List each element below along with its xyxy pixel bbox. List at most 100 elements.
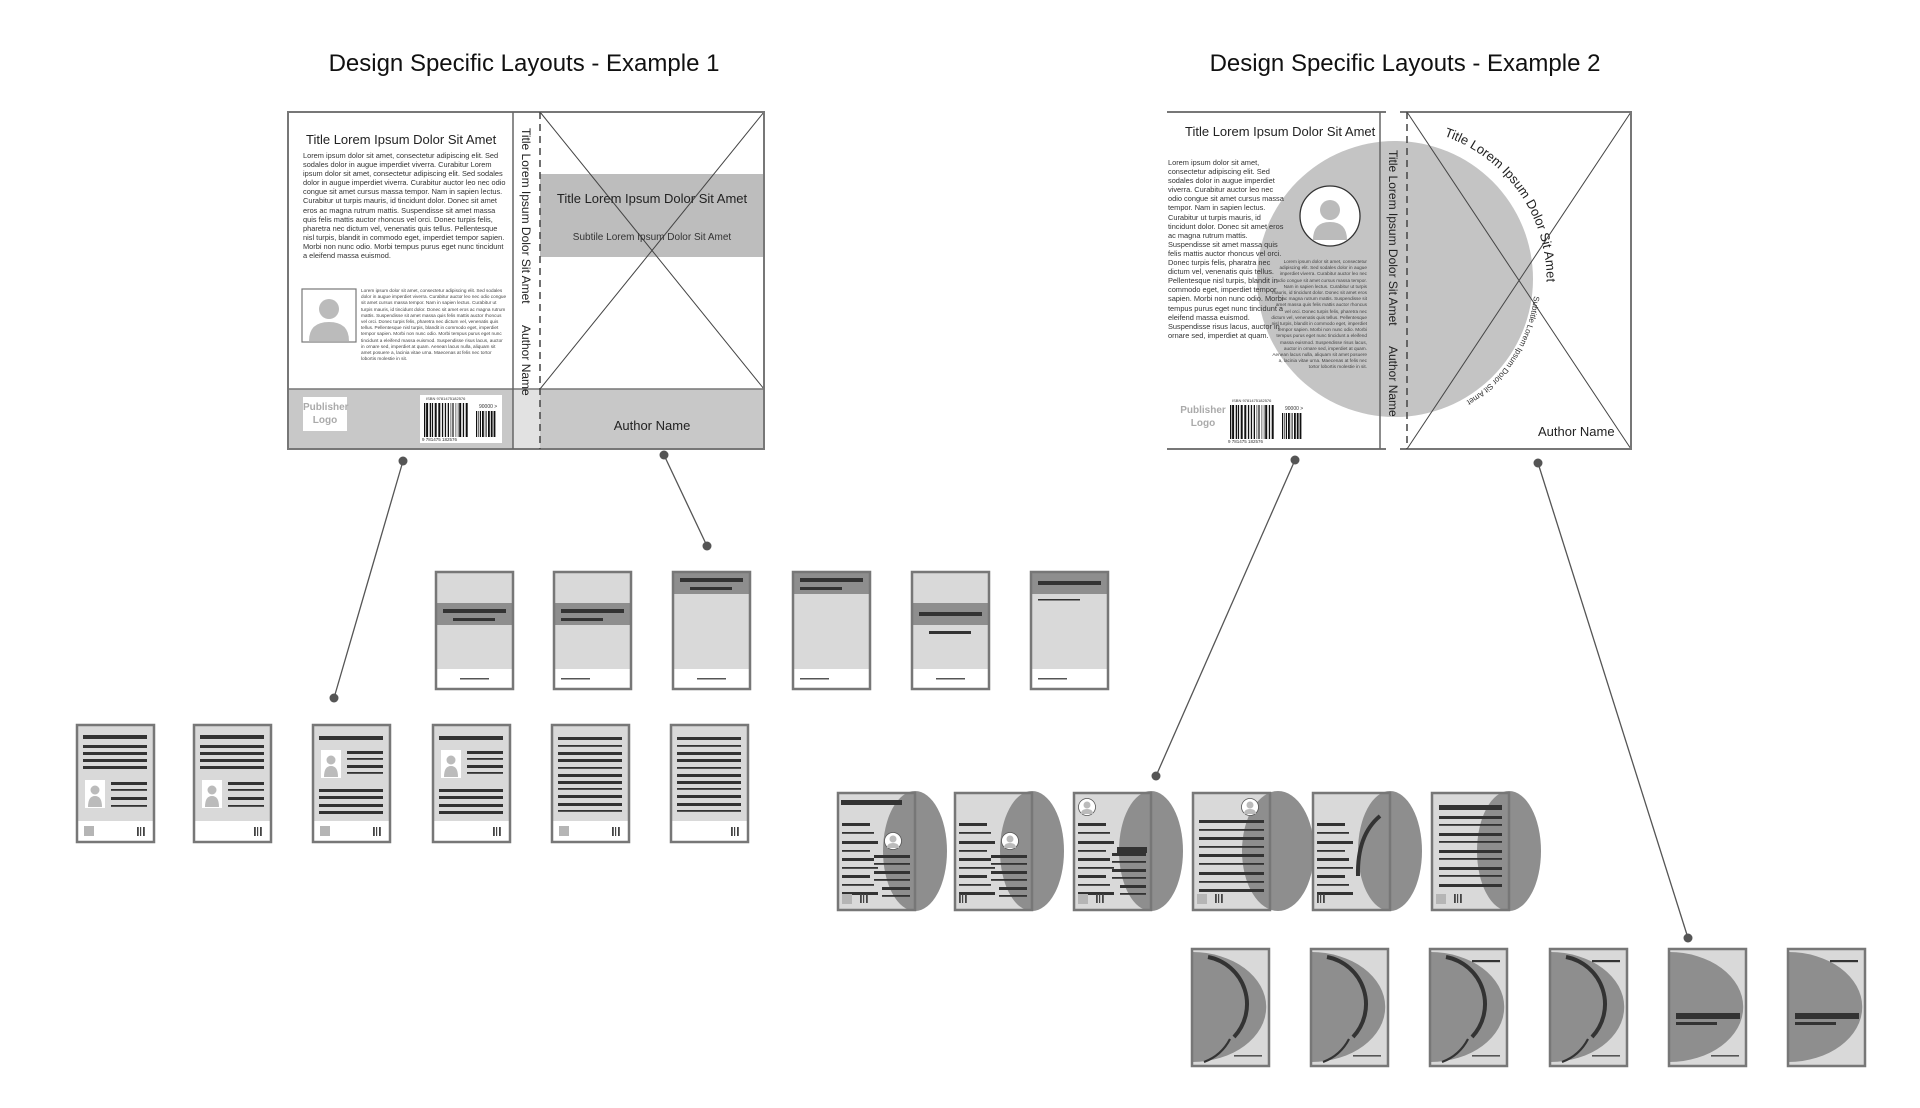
barcode-icon xyxy=(734,827,736,836)
barcode-icon xyxy=(1457,894,1459,903)
barcode-icon xyxy=(1317,894,1319,903)
avatar-icon xyxy=(1081,809,1093,814)
thumbnail-border xyxy=(1309,947,1390,1068)
text-bar xyxy=(319,796,383,799)
text-bar xyxy=(1078,875,1106,878)
text-bar xyxy=(959,875,987,878)
text-bar xyxy=(228,782,264,785)
text-bar xyxy=(874,863,910,865)
avatar-icon xyxy=(324,766,338,777)
connector-dot xyxy=(329,693,339,703)
text-bar xyxy=(439,811,503,814)
text-bar xyxy=(558,774,622,777)
arc-title-bar xyxy=(1445,955,1487,1039)
barcode-bar xyxy=(478,411,479,437)
text-bar xyxy=(1830,960,1858,963)
publisher-logo-placeholder xyxy=(1197,894,1207,904)
text-bar xyxy=(842,823,870,826)
arc-subtitle-bar xyxy=(1561,1038,1589,1064)
barcode-icon xyxy=(424,403,496,437)
front-author: Author Name xyxy=(613,418,691,433)
text-bar xyxy=(842,841,878,844)
text-bar xyxy=(1353,1055,1381,1057)
barcode-bar xyxy=(459,403,462,437)
front-title: Title Lorem Ipsum Dolor Sit Amet xyxy=(556,191,748,206)
isbn-text: ISBN 9781475182576 xyxy=(1232,398,1272,403)
text-bar xyxy=(1439,875,1502,877)
text-bar xyxy=(800,578,863,582)
barcode-bar xyxy=(493,411,496,437)
text-bar xyxy=(677,788,741,790)
text-bar xyxy=(1078,832,1110,834)
avatar-icon xyxy=(1004,843,1016,848)
text-bar xyxy=(111,805,147,807)
text-bar xyxy=(842,884,874,886)
thumbnail-back-ex1 xyxy=(431,723,512,844)
text-bar xyxy=(1199,872,1264,875)
barcode-icon xyxy=(257,827,259,836)
barcode-bar xyxy=(1247,405,1250,439)
text-bar xyxy=(558,759,622,762)
connector-line xyxy=(1537,462,1689,939)
barcode-icon xyxy=(959,894,961,903)
publisher-logo-box xyxy=(303,397,347,431)
barcode-bar xyxy=(482,411,484,437)
thumbnail-back-ex2 xyxy=(1311,791,1422,912)
connector-dot xyxy=(1151,771,1161,781)
thumbnail-front-ex1 xyxy=(910,570,991,691)
text-bar xyxy=(1795,1013,1859,1019)
text-bar xyxy=(1317,841,1353,844)
barcode-icon xyxy=(373,827,375,836)
text-bar xyxy=(991,871,1027,874)
barcode-icon xyxy=(860,894,862,903)
text-bar xyxy=(999,887,1027,890)
text-bar xyxy=(558,810,622,812)
spine-author: Author Name xyxy=(1386,346,1400,417)
text-bar xyxy=(1317,892,1353,895)
text-bar xyxy=(460,678,489,680)
text-bar xyxy=(842,867,878,869)
text-bar xyxy=(959,850,987,852)
barcode-bar xyxy=(1250,405,1253,439)
barcode-bar xyxy=(450,403,452,437)
barcode-bar xyxy=(1299,413,1302,439)
heading-example-1: Design Specific Layouts - Example 1 xyxy=(328,50,720,77)
text-bar xyxy=(677,767,741,769)
text-bar xyxy=(439,789,503,792)
barcode-bar xyxy=(444,403,447,437)
title-band xyxy=(436,603,513,625)
text-bar xyxy=(1112,869,1146,872)
text-bar xyxy=(558,737,622,740)
text-bar xyxy=(959,841,995,844)
barcode-icon xyxy=(143,827,145,836)
barcode-bar xyxy=(1232,405,1235,439)
barcode-icon xyxy=(1323,894,1325,903)
thumbnail-front-ex2 xyxy=(1548,947,1629,1068)
barcode-icon xyxy=(615,827,617,836)
thumbnail-back-ex2 xyxy=(953,791,1064,912)
thumbnail-border xyxy=(1430,791,1511,912)
text-bar xyxy=(228,797,264,800)
thumbnail-border xyxy=(791,570,872,691)
thumbnail-border xyxy=(1191,791,1272,912)
barcode-bar xyxy=(1271,405,1274,439)
barcode-bar xyxy=(1253,405,1255,439)
barcode-bar xyxy=(455,403,457,437)
text-bar xyxy=(697,678,726,680)
connector-dot xyxy=(1683,933,1693,943)
bottom-band xyxy=(194,821,271,842)
barcode-bar xyxy=(1240,405,1243,439)
text-bar xyxy=(677,810,741,812)
bio-paragraph: Lorem ipsum dolor sit amet, consectetur … xyxy=(361,288,507,362)
barcode-icon xyxy=(1230,405,1302,439)
text-bar xyxy=(1439,824,1502,826)
barcode-bar xyxy=(1268,405,1271,439)
text-bar xyxy=(558,767,622,769)
thumbnail-front-ex2 xyxy=(1309,947,1390,1068)
text-bar xyxy=(690,587,732,590)
text-bar xyxy=(558,803,622,806)
text-bar xyxy=(200,759,264,762)
text-bar xyxy=(842,850,870,852)
barcode-bar xyxy=(1294,413,1296,439)
half-circle-shape xyxy=(1550,952,1625,1062)
